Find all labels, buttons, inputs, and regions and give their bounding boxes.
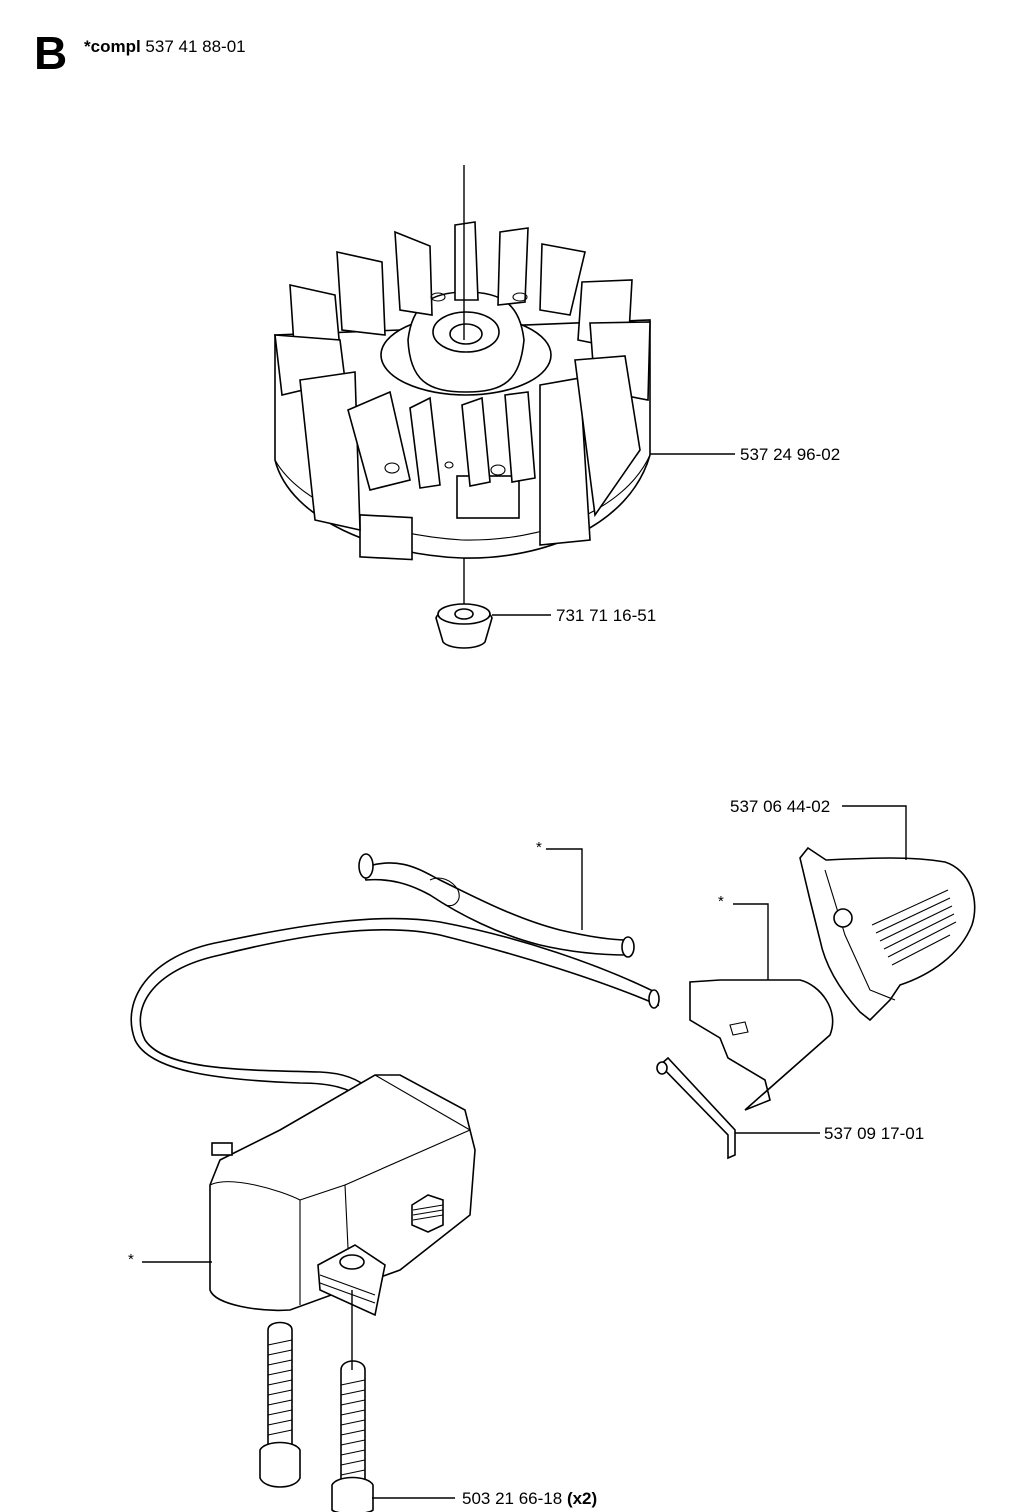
screw-quantity: (x2) [566, 1489, 598, 1508]
cover-plate-asterisk: * [718, 893, 724, 910]
cover-plate-part [656, 979, 834, 1160]
screw-part-2 [331, 1360, 374, 1512]
compl-part-number: 537 41 88-01 [145, 37, 246, 56]
cover-top-leader-line [842, 805, 907, 860]
screw-callout: 503 21 66-18 (x2) [462, 1490, 597, 1507]
cover-plate-part-number: 537 09 17-01 [824, 1124, 925, 1143]
nut-part [435, 603, 493, 649]
cover-top-part [799, 846, 976, 1022]
ignition-module-part [209, 1074, 476, 1317]
assembly-title: *compl 537 41 88-01 [84, 37, 246, 57]
flywheel-part [274, 221, 651, 561]
screw-part-1 [259, 1321, 301, 1488]
nut-part-number: 731 71 16-51 [556, 606, 657, 625]
cover-plate-asterisk-leader [733, 903, 769, 980]
compl-prefix: *compl [84, 37, 141, 56]
ignition-module-asterisk: * [128, 1251, 134, 1268]
fuel-hose-asterisk: * [536, 839, 542, 856]
fuel-hose-part [358, 853, 635, 958]
screw-part-number: 503 21 66-18 [462, 1489, 563, 1508]
fuel-hose-leader-line [546, 848, 583, 930]
flywheel-part-number: 537 24 96-02 [740, 445, 841, 464]
section-letter: B [34, 27, 68, 79]
cover-top-part-number: 537 06 44-02 [730, 797, 831, 816]
